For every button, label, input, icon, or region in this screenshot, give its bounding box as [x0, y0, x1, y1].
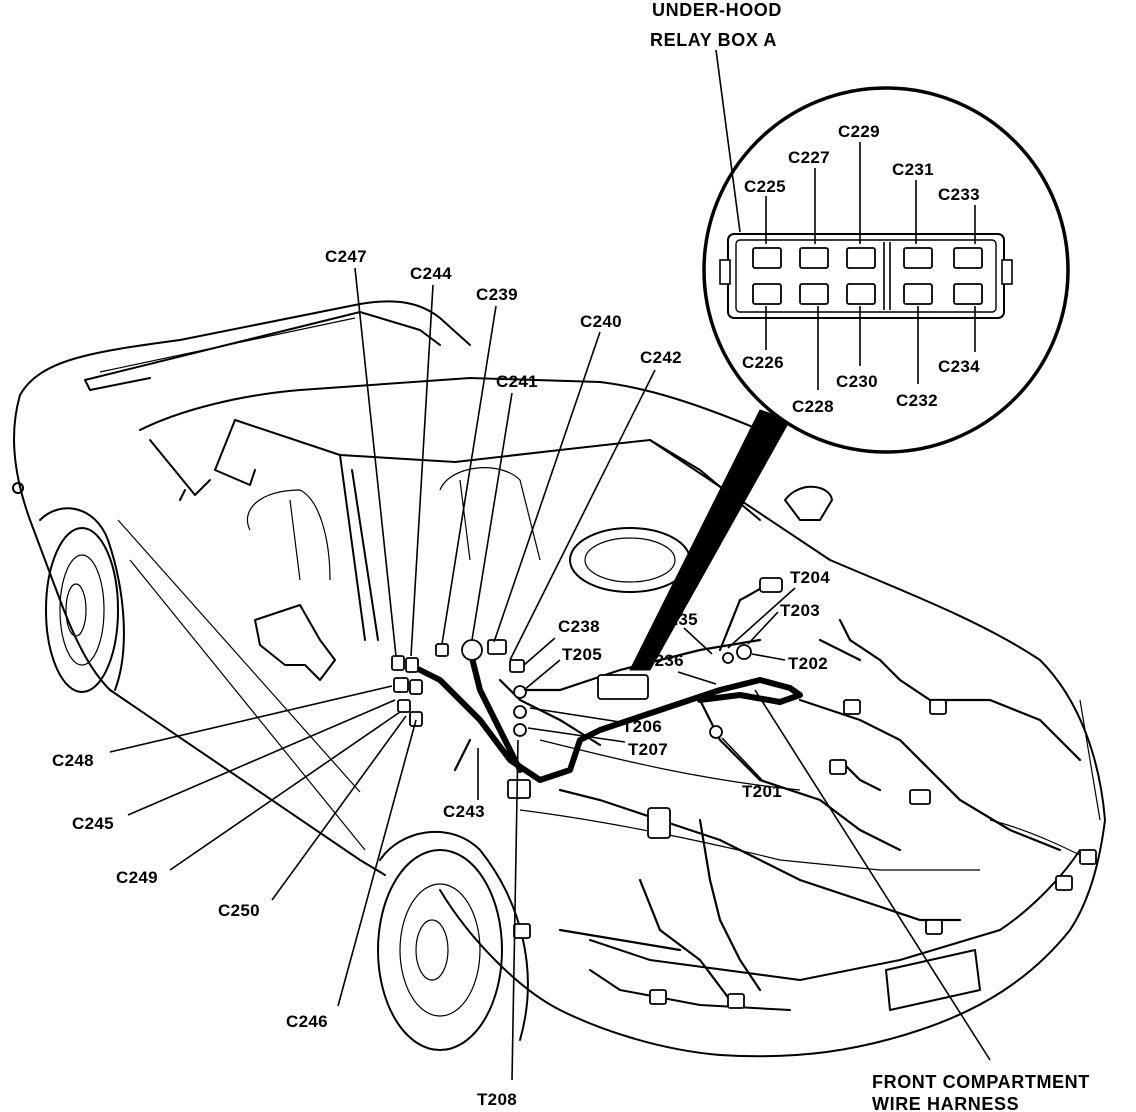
label-t206: T206 — [622, 717, 662, 736]
harness-label-line-2: WIRE HARNESS — [872, 1094, 1019, 1112]
label-c250: C250 — [218, 901, 260, 920]
label-c243: C243 — [443, 802, 485, 821]
label-t208: T208 — [477, 1090, 517, 1109]
label-t204: T204 — [790, 568, 830, 587]
label-c235: C235 — [656, 610, 698, 629]
label-c226: C226 — [742, 353, 784, 372]
label-c232: C232 — [896, 391, 938, 410]
label-c240: C240 — [580, 312, 622, 331]
harness-label: FRONT COMPARTMENT WIRE HARNESS — [872, 1072, 1090, 1112]
label-t203: T203 — [780, 601, 820, 620]
label-c247: C247 — [325, 247, 367, 266]
label-c225: C225 — [744, 177, 786, 196]
label-t207: T207 — [628, 740, 668, 759]
label-c249: C249 — [116, 868, 158, 887]
label-c231: C231 — [892, 160, 934, 179]
label-c234: C234 — [938, 357, 980, 376]
label-t201: T201 — [742, 782, 782, 801]
label-c241: C241 — [496, 372, 538, 391]
label-c246: C246 — [286, 1012, 328, 1031]
label-t205: T205 — [562, 645, 602, 664]
label-c239: C239 — [476, 285, 518, 304]
label-c238: C238 — [558, 617, 600, 636]
label-c244: C244 — [410, 264, 452, 283]
label-c233: C233 — [938, 185, 980, 204]
connectors — [391, 577, 1097, 1009]
label-c229: C229 — [838, 122, 880, 141]
label-c248: C248 — [52, 751, 94, 770]
title-line-1: UNDER-HOOD — [652, 0, 782, 20]
label-c245: C245 — [72, 814, 114, 833]
relay-box-inset — [629, 49, 1070, 671]
harness-label-line-1: FRONT COMPARTMENT — [872, 1072, 1090, 1092]
label-c236: C236 — [642, 651, 684, 670]
leader-lines — [109, 267, 991, 1081]
label-c228: C228 — [792, 397, 834, 416]
label-c230: C230 — [836, 372, 878, 391]
label-c242: C242 — [640, 348, 682, 367]
wire-harness — [407, 582, 1082, 1002]
callout-labels: C247 C244 C239 C240 C241 C242 C238 C235 … — [52, 247, 830, 1109]
inset-labels: UNDER-HOOD RELAY BOX A C225 C227 C229 C2… — [650, 0, 980, 416]
label-t202: T202 — [788, 654, 828, 673]
label-c227: C227 — [788, 148, 830, 167]
title-line-2: RELAY BOX A — [650, 30, 777, 50]
